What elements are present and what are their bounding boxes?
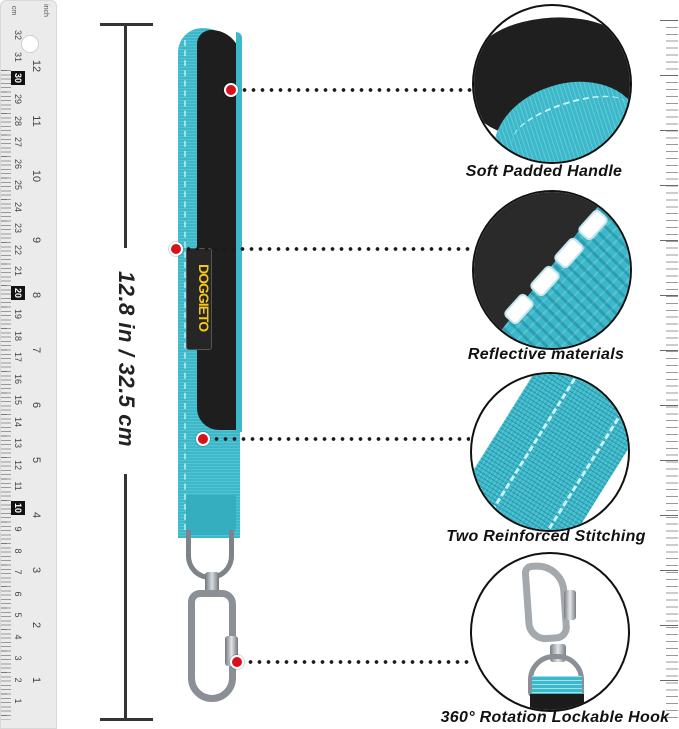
callout-marker-reflective bbox=[169, 242, 183, 256]
ruler-cm-label: 8 bbox=[13, 548, 23, 554]
neoprene-padding bbox=[197, 30, 241, 430]
ruler-inch-label: 8 bbox=[30, 291, 42, 299]
callout-line-reflective bbox=[184, 247, 472, 251]
ruler-inch-label: 4 bbox=[30, 511, 42, 519]
brand-tag-text: DOGGIETO bbox=[196, 264, 212, 332]
ruler-inch-label: 7 bbox=[30, 346, 42, 354]
ruler-cm-label: 17 bbox=[13, 351, 23, 362]
ruler-cm-label: 21 bbox=[13, 265, 23, 276]
ruler-cm-label: 23 bbox=[13, 222, 23, 233]
ruler-cm-label: 28 bbox=[13, 115, 23, 126]
ruler-cm-label: 25 bbox=[13, 179, 23, 190]
ruler-cm-label-boxed: 30 bbox=[11, 71, 25, 85]
ruler-inch-unit: inch bbox=[41, 4, 49, 17]
ruler-inch-label: 3 bbox=[30, 566, 42, 574]
ruler-cm-label: 3 bbox=[13, 655, 23, 661]
padding-edge bbox=[236, 32, 242, 432]
ruler-cm-label: 6 bbox=[13, 591, 23, 597]
callout-line-hook bbox=[246, 660, 472, 664]
feature-circle-padded-handle bbox=[472, 4, 632, 164]
ruler-cm-label: 18 bbox=[13, 330, 23, 341]
feature-caption: Two Reinforced Stitching bbox=[446, 528, 646, 545]
callout-marker-stitching bbox=[196, 432, 210, 446]
ruler-inch-label: 12 bbox=[30, 59, 42, 73]
ruler-cm-label: 26 bbox=[13, 158, 23, 169]
ruler-inch-label: 10 bbox=[30, 169, 42, 183]
feature-caption: Soft Padded Handle bbox=[465, 163, 623, 180]
ruler-cm-label: 32 bbox=[13, 29, 23, 40]
ruler-cm-label: 27 bbox=[13, 136, 23, 147]
ruler-cm-label: 19 bbox=[13, 308, 23, 319]
callout-marker-hook bbox=[230, 655, 244, 669]
strap-base-closeup bbox=[530, 694, 584, 710]
feature-circle-stitching bbox=[470, 372, 630, 532]
ruler-cm-label: 7 bbox=[13, 569, 23, 575]
dimension-label-gap bbox=[112, 248, 140, 474]
brand-tag bbox=[186, 248, 212, 350]
dimension-bottom-cap bbox=[100, 718, 153, 721]
ruler-inch-ticks bbox=[660, 20, 678, 720]
ruler-inch-label: 5 bbox=[30, 456, 42, 464]
swivel-joint bbox=[205, 572, 219, 594]
lock-sleeve-closeup bbox=[564, 590, 576, 620]
ruler-cm-unit: cm bbox=[10, 5, 18, 16]
ruler-cm-label: 14 bbox=[13, 416, 23, 427]
ruler-cm-ticks bbox=[1, 70, 7, 720]
ruler-cm-label: 1 bbox=[13, 698, 23, 704]
ruler-hanging-hole bbox=[21, 35, 39, 53]
strap-end bbox=[186, 495, 236, 535]
ruler-cm-label: 24 bbox=[13, 201, 23, 212]
ruler-cm-label: 11 bbox=[13, 481, 23, 491]
strap-end-closeup bbox=[532, 676, 582, 696]
ruler-cm-label: 2 bbox=[13, 677, 23, 683]
ruler-cm-label: 16 bbox=[13, 373, 23, 384]
feature-caption: Reflective materials bbox=[467, 346, 625, 363]
callout-line-handle bbox=[240, 88, 472, 92]
ruler-inch-label: 11 bbox=[30, 115, 42, 127]
ruler-cm-label: 22 bbox=[13, 244, 23, 255]
feature-caption: 360° Rotation Lockable Hook bbox=[440, 709, 670, 726]
ruler-inch-label: 9 bbox=[30, 236, 42, 244]
ruler-cm-label: 4 bbox=[13, 634, 23, 640]
ruler-inch-label: 2 bbox=[30, 621, 42, 629]
ruler-cm-label: 29 bbox=[13, 93, 23, 104]
ruler-cm-label: 5 bbox=[13, 612, 23, 618]
ruler-cm-label-boxed: 10 bbox=[11, 501, 25, 515]
ruler-inch-label: 6 bbox=[30, 401, 42, 409]
feature-circle-reflective bbox=[472, 190, 632, 350]
ruler-cm-label-boxed: 20 bbox=[11, 286, 25, 300]
ruler-cm-label: 13 bbox=[13, 437, 23, 448]
dimension-top-cap bbox=[100, 23, 153, 26]
ruler-inch-label: 1 bbox=[30, 676, 42, 684]
dimension-label: 12.8 in / 32.5 cm bbox=[114, 270, 139, 448]
ruler-cm-label: 31 bbox=[13, 51, 23, 62]
feature-circle-hook bbox=[470, 552, 630, 712]
ruler-cm-label: 15 bbox=[13, 394, 23, 405]
ruler-cm-label: 12 bbox=[13, 459, 23, 470]
strap-stitching bbox=[184, 40, 188, 530]
ruler-cm-label: 9 bbox=[13, 526, 23, 532]
callout-marker-handle bbox=[224, 83, 238, 97]
callout-line-stitching bbox=[212, 437, 470, 441]
